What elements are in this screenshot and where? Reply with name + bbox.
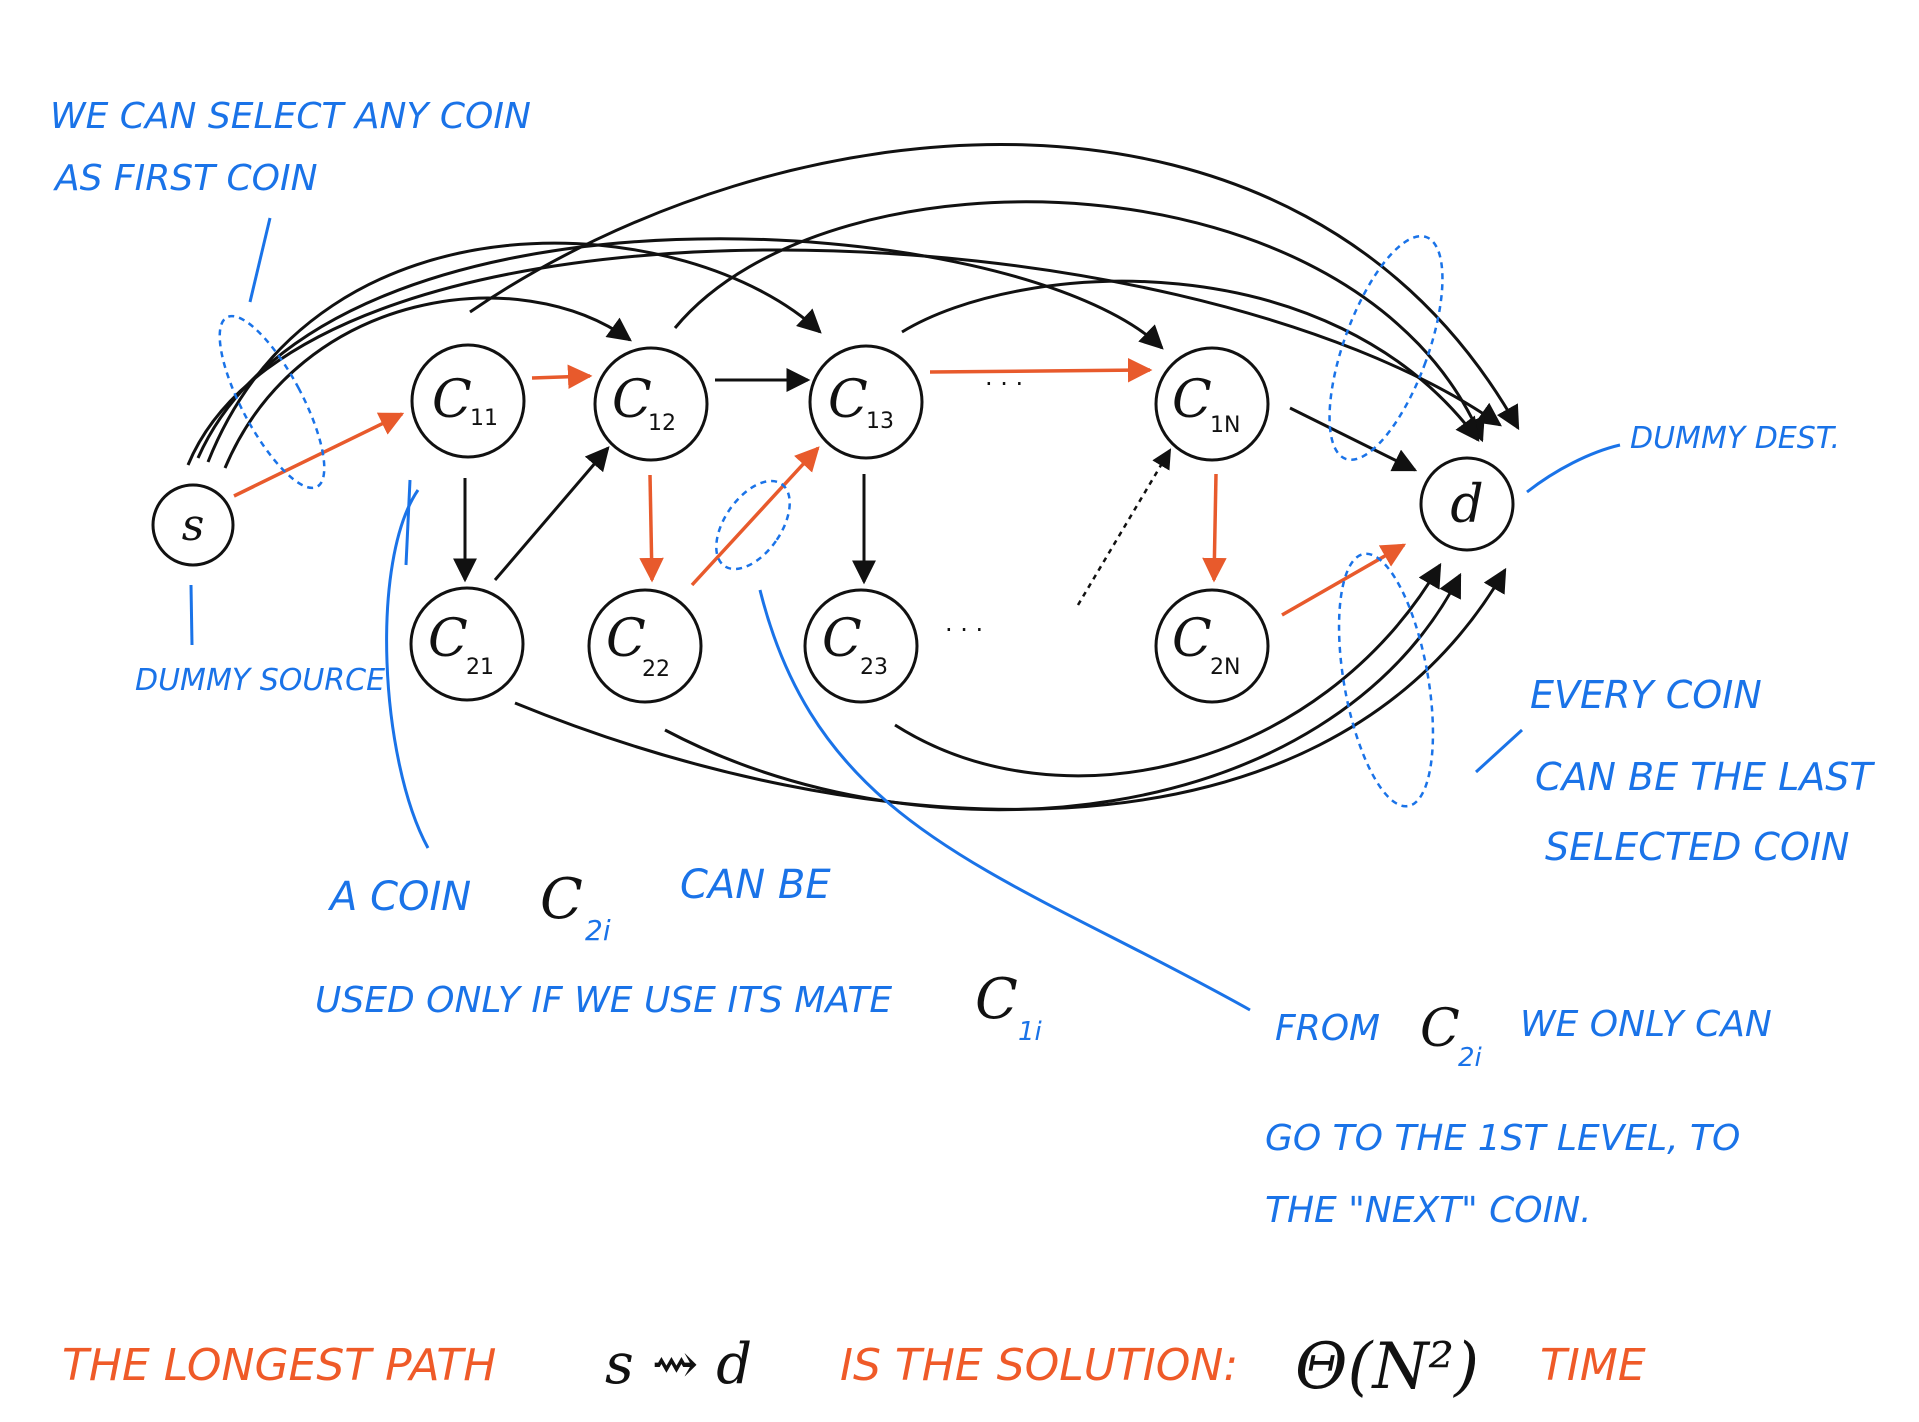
node-c22-circle [587,588,703,704]
c2i-leader [385,489,430,849]
c2i-text-line2sub: 1i [1018,1017,1043,1047]
edge-c1n-d [1289,406,1418,472]
node-c13-label: C [828,370,868,430]
conclusion-part4: Θ(N²) [1295,1330,1479,1404]
last-coin-top-ellipse [1328,234,1444,462]
from-c2i-text-line1b: C [1420,999,1460,1059]
last-coin-text-line2: CAN BE THE LAST [1535,755,1875,799]
conclusion: THE LONGEST PATH s ⇝ d IS THE SOLUTION: … [62,1330,1646,1404]
edge-s-c13 [206,241,822,463]
last-coin-bottom-ellipse [1337,552,1435,808]
node-c11-sub: 11 [470,406,498,431]
node-c13-circle [808,344,924,460]
node-source-label: s [182,500,205,551]
node-c12-circle [593,346,709,462]
node-c22-sub: 22 [642,657,670,682]
annotation-leaders [189,217,1621,1012]
nodes [151,343,1515,704]
from-c2i-text-line3: THE "NEXT" COIN. [1265,1190,1592,1231]
node-c21-sub: 21 [466,655,494,680]
c2i-text-line1a: A COIN [327,874,471,920]
c2i-text-line1c: CAN BE [680,862,831,908]
node-c23-label: C [822,609,862,669]
first-coin-text-line1: WE CAN SELECT ANY COIN [50,96,531,137]
node-c2n-sub: 2N [1210,655,1240,680]
node-c11-circle [410,343,526,459]
from-c2i-text-line1sub: 2i [1458,1043,1483,1073]
last-coin-leader [1474,728,1524,774]
from-c2i-text-line1c: WE ONLY CAN [1520,1004,1772,1045]
node-source-circle [151,483,235,567]
edge-c23-d [894,562,1442,778]
node-c13-sub: 13 [866,409,894,434]
edge-c1n-c2n-highlight [1202,473,1227,583]
c2i-leader-tick [404,479,412,566]
conclusion-part5: TIME [1540,1340,1646,1391]
edge-c21-c12 [493,446,610,581]
edge-c2x-c1n [1076,448,1172,606]
c2i-text-line1b: C [540,867,583,932]
source-arcs [186,237,1502,469]
edge-s-c12 [223,296,632,469]
node-c1n-label: C [1172,370,1212,430]
node-c1n-sub: 1N [1210,413,1240,438]
conclusion-part2: s ⇝ d [605,1332,752,1397]
last-coin-text-line3: SELECTED COIN [1545,825,1849,869]
first-coin-leader [248,217,272,303]
annotations: WE CAN SELECT ANY COIN AS FIRST COIN DUM… [50,96,1875,1231]
node-c21-label: C [428,609,468,669]
conclusion-part1: THE LONGEST PATH [62,1340,496,1391]
edge-c12-d [673,200,1485,443]
ellipsis-top: · · · [985,370,1023,398]
dummy-source-leader [189,584,194,646]
edge-s-c11-highlight [233,412,405,498]
edge-c13-c1n-highlight [929,357,1153,383]
node-c2n-circle [1154,588,1270,704]
from-c2i-text-line1a: FROM [1275,1008,1380,1049]
dummy-dest-leader [1526,443,1621,494]
dummy-source-text: DUMMY SOURCE [135,663,385,698]
bottom-to-dest-arcs [514,562,1507,812]
node-c21-circle [409,586,525,702]
ellipsis-bottom: · · · [945,616,983,644]
grid-edges [453,368,1172,606]
node-labels: s d C 11 C 12 C 13 C 1N C 21 C 22 C 23 C… [182,370,1484,682]
c2i-text-line2a: USED ONLY IF WE USE ITS MATE [315,980,892,1021]
edge-c2n-d-highlight [1281,543,1407,617]
edge-c22-c13-highlight [690,446,820,587]
dummy-dest-text: DUMMY DEST. [1630,421,1840,456]
longest-path-edges [233,357,1407,617]
last-coin-text-line1: EVERY COIN [1530,673,1762,717]
node-c1n-circle [1154,346,1270,462]
c22-c13-ellipse [715,479,791,571]
top-to-dest-arcs [469,143,1520,472]
node-c12-label: C [612,370,652,430]
c2i-text-line1sub: 2i [585,914,611,947]
node-c22-label: C [606,609,646,669]
from-c2i-text-line2: GO TO THE 1ST LEVEL, TO [1265,1118,1740,1159]
first-coin-ellipse [218,314,326,490]
dashed-groupings [218,234,1444,808]
node-c11-label: C [432,370,472,430]
edge-s-c1n [196,237,1164,459]
edge-c12-c22-highlight [639,474,664,583]
edge-c11-d [469,143,1520,431]
first-coin-text-line2: AS FIRST COIN [53,158,318,199]
node-c23-sub: 23 [860,655,888,680]
node-c2n-label: C [1172,609,1212,669]
from-c2i-leader [758,589,1251,1012]
node-c23-circle [803,588,919,704]
node-c12-sub: 12 [648,411,676,436]
conclusion-part3: IS THE SOLUTION: [840,1340,1238,1391]
edge-c11-c12-highlight [531,364,593,390]
edge-s-d [186,248,1502,466]
edge-c22-d [664,572,1462,812]
edge-c13-d [901,279,1480,442]
node-dest-circle [1419,456,1515,552]
c2i-text-line2b: C [975,967,1018,1032]
node-dest-label: d [1450,475,1483,535]
